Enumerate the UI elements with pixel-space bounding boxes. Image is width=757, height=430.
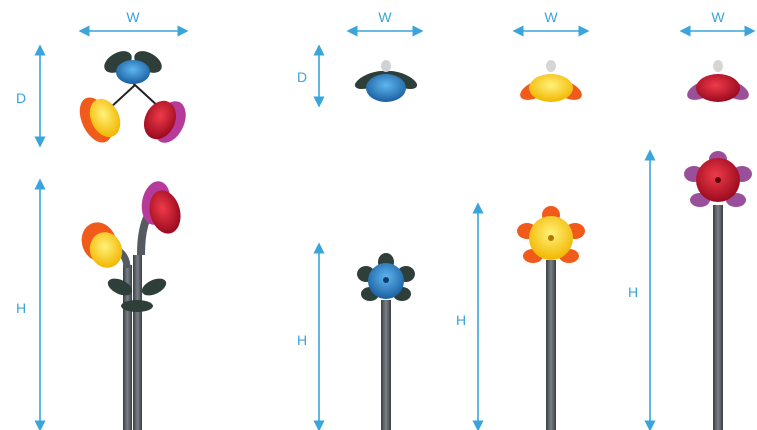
top-view-cluster [79,51,186,143]
top-view-blue [354,60,418,102]
height-label-blue: H [296,332,308,348]
dimension-arrows [34,25,756,430]
top-view-orange [520,60,582,102]
front-view-blue [357,253,415,430]
front-view-cluster [81,181,181,430]
height-label-cluster: H [15,300,27,316]
front-view-red [684,151,752,430]
width-label-cluster: W [126,9,140,25]
depth-label-blue: D [296,69,308,85]
width-label-blue: W [378,9,392,25]
width-label-red: W [711,9,725,25]
depth-label-cluster: D [15,90,27,106]
height-label-orange: H [455,312,467,328]
top-view-red [687,60,749,102]
width-label-orange: W [544,9,558,25]
front-view-orange [517,206,585,430]
height-label-red: H [627,284,639,300]
